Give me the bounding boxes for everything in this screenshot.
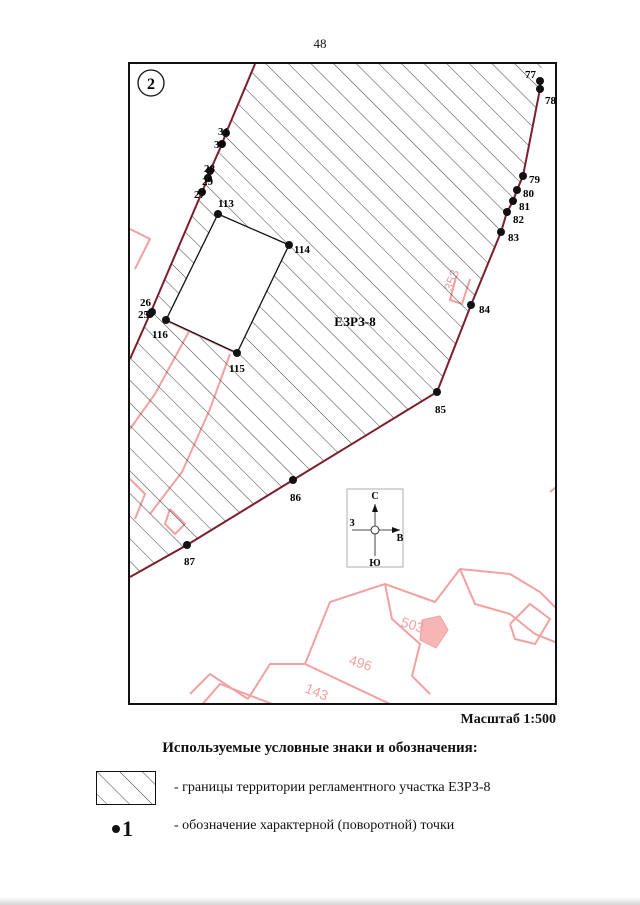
point-label-29: 29 <box>202 176 214 188</box>
compass-east: В <box>397 533 404 544</box>
zone-label: ЕЗРЗ-8 <box>334 314 376 329</box>
legend-item-characteristic-point: - обозначение характерной (поворотной) т… <box>174 818 455 833</box>
point-marker-30 <box>218 140 226 148</box>
point-marker-87 <box>183 541 191 549</box>
map-canvas: 503 496 143 353 2 ЕЗРЗ-8 С Ю З В 7778313… <box>130 64 557 704</box>
point-marker-81 <box>509 197 517 205</box>
point-label-25: 25 <box>138 309 150 321</box>
point-label-82: 82 <box>513 214 525 226</box>
point-marker-77 <box>536 77 544 85</box>
point-label-30: 30 <box>214 139 226 151</box>
point-label-85: 85 <box>435 404 447 416</box>
point-marker-78 <box>536 85 544 93</box>
point-marker-29 <box>204 174 212 182</box>
map-frame: 503 496 143 353 2 ЕЗРЗ-8 С Ю З В 7778313… <box>128 62 557 705</box>
cadastral-building <box>419 615 449 649</box>
point-dot-icon <box>112 825 120 833</box>
point-marker-27 <box>198 188 206 196</box>
sheet-number: 2 <box>147 76 155 93</box>
point-label-116: 116 <box>152 329 168 341</box>
page-number: 48 <box>313 36 327 51</box>
point-label-115: 115 <box>229 363 245 375</box>
compass-west: З <box>349 518 354 529</box>
scan-edge <box>0 897 640 905</box>
legend-point-symbol: 1 <box>112 818 133 840</box>
point-label-79: 79 <box>529 174 541 186</box>
legend-title: Используемые условные знаки и обозначени… <box>162 740 478 756</box>
compass-north: С <box>371 491 378 502</box>
point-marker-113 <box>214 210 222 218</box>
point-marker-86 <box>289 476 297 484</box>
point-label-87: 87 <box>184 556 196 568</box>
legend-point-number: 1 <box>122 816 133 841</box>
point-marker-115 <box>233 349 241 357</box>
point-label-84: 84 <box>479 304 491 316</box>
point-label-28: 28 <box>204 163 216 175</box>
cadastral-label-143: 143 <box>303 680 331 704</box>
point-marker-79 <box>519 172 527 180</box>
cadastral-label-496: 496 <box>347 652 374 675</box>
legend-item-zone-boundary: - границы территории регламентного участ… <box>174 780 491 795</box>
legend-hatch-swatch <box>96 771 156 805</box>
sheet-number-badge <box>137 69 165 97</box>
compass-rose: С Ю З В <box>346 488 404 569</box>
point-marker-80 <box>513 186 521 194</box>
cadastral-label-503: 503 <box>399 614 426 637</box>
point-label-83: 83 <box>508 232 520 244</box>
point-label-27: 27 <box>194 189 206 201</box>
point-label-78: 78 <box>545 95 557 107</box>
zone-ezrz-8-area <box>130 64 542 577</box>
point-label-86: 86 <box>290 492 302 504</box>
point-marker-116 <box>162 316 170 324</box>
point-marker-83 <box>497 228 505 236</box>
point-label-80: 80 <box>523 188 535 200</box>
point-marker-82 <box>503 208 511 216</box>
point-label-114: 114 <box>294 244 310 256</box>
point-label-81: 81 <box>519 201 530 213</box>
point-marker-31 <box>222 129 230 137</box>
point-marker-84 <box>467 301 475 309</box>
point-marker-25 <box>146 310 154 318</box>
compass-south: Ю <box>369 558 380 569</box>
scale-label: Масштаб 1:500 <box>460 712 556 727</box>
point-label-26: 26 <box>140 297 152 309</box>
zone-ezrz-8-boundary <box>130 81 541 578</box>
point-label-31: 31 <box>218 126 229 138</box>
point-marker-28 <box>206 167 214 175</box>
point-marker-114 <box>285 241 293 249</box>
point-marker-85 <box>433 388 441 396</box>
point-label-77: 77 <box>525 69 537 81</box>
point-label-113: 113 <box>218 198 234 210</box>
